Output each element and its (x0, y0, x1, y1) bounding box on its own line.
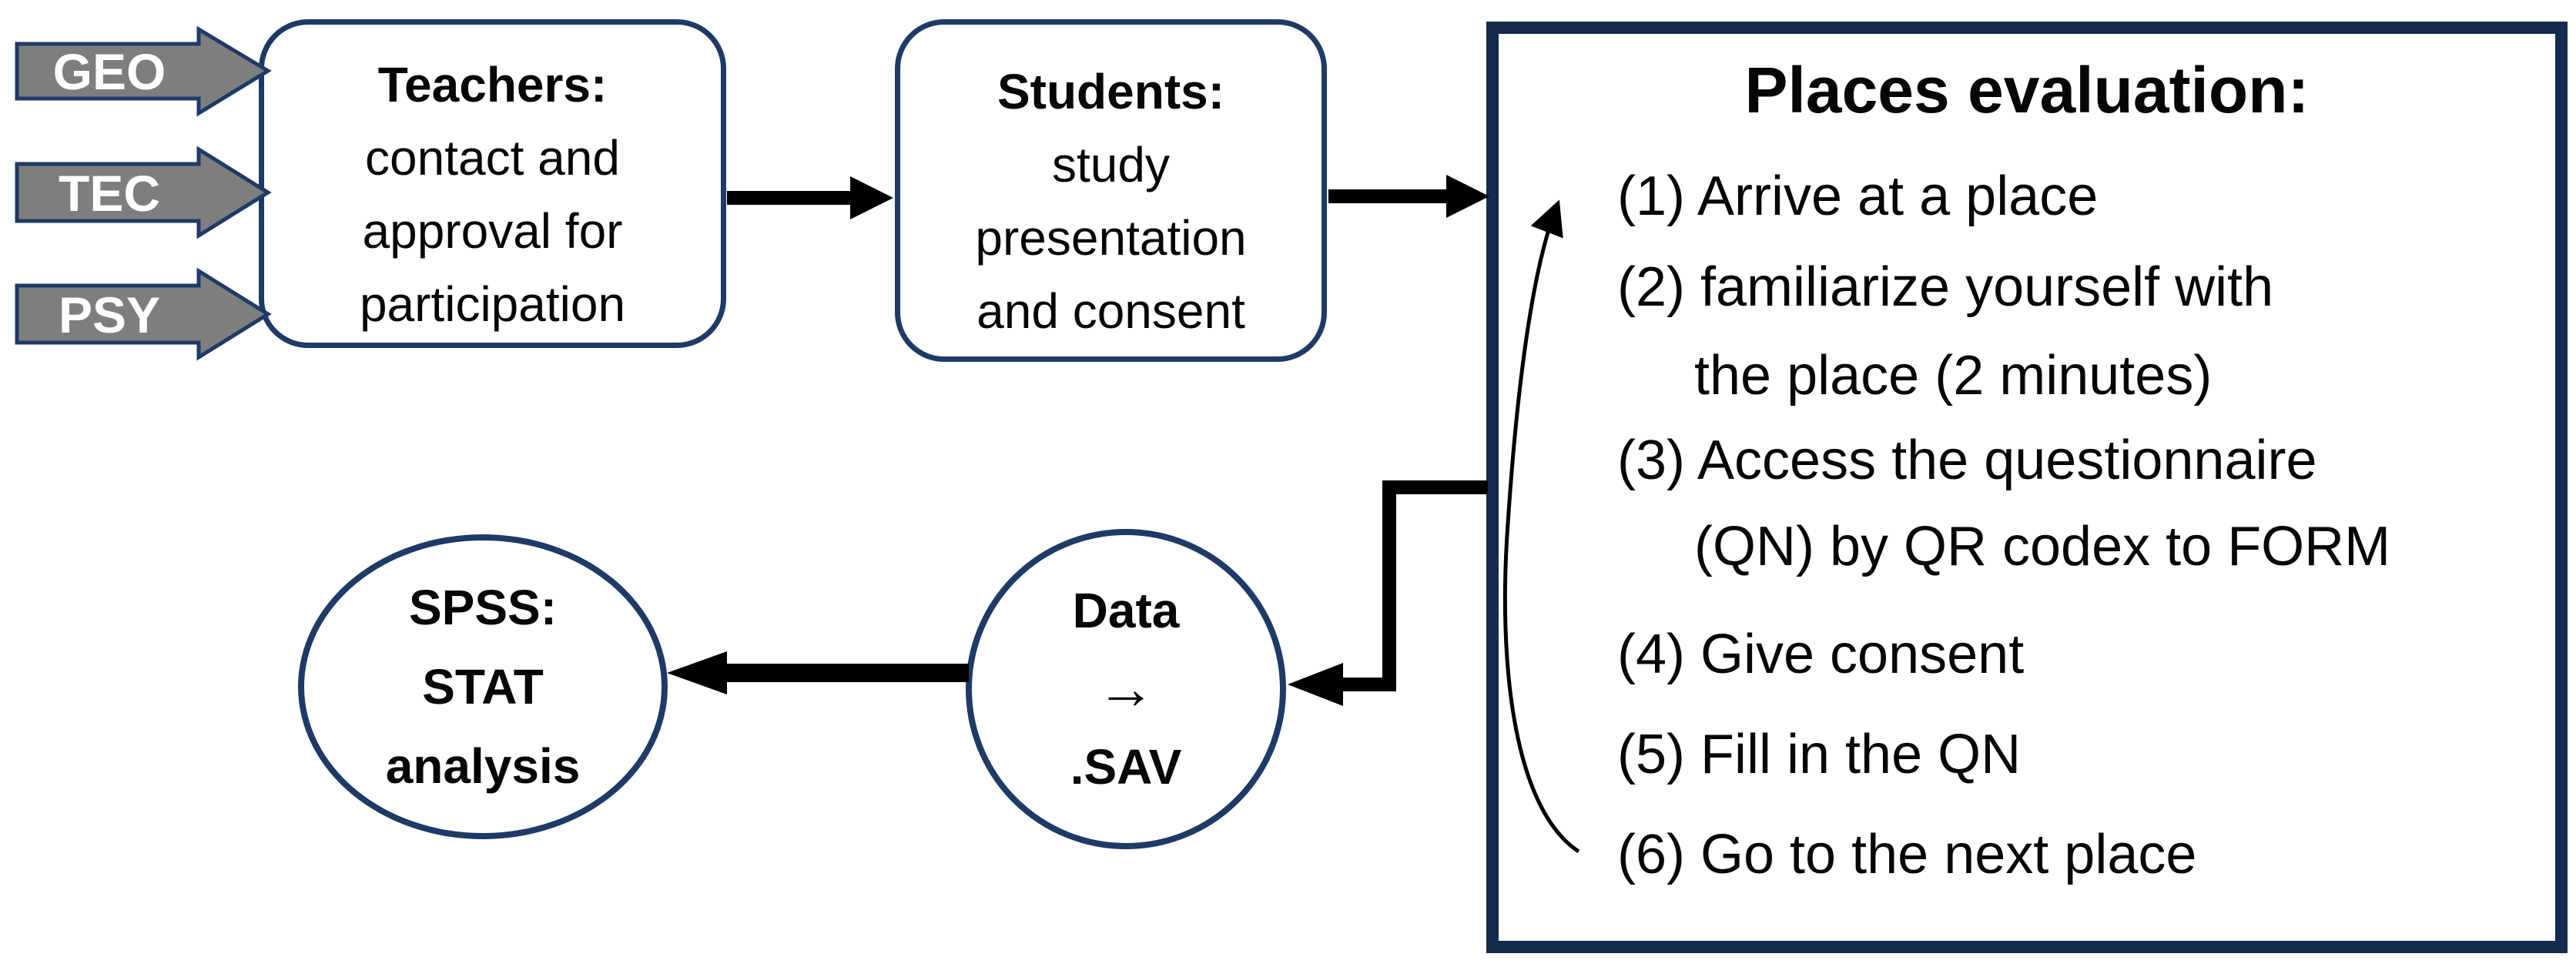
data-circle-line: .SAV (1070, 739, 1182, 795)
students-box: Students: study presentation and consent (895, 19, 1327, 362)
spss-ellipse-line: analysis (385, 738, 581, 794)
data-sav-circle: Data → .SAV (966, 529, 1286, 849)
students-box-line: study (1052, 136, 1170, 192)
right-arrow-glyph-icon: → (1097, 656, 1155, 721)
step-3-access: (3) Access the questionnaire (1617, 430, 2317, 491)
geo-banner-arrow-icon (15, 25, 272, 117)
teachers-box: Teachers: contact and approval for parti… (259, 19, 726, 348)
data-to-spss-arrow-icon (667, 651, 969, 694)
geo-banner-label: GEO (53, 43, 166, 100)
step-3-continuation: (QN) by QR codex to FORM (1694, 516, 2391, 577)
step-4-consent: (4) Give consent (1617, 624, 2025, 685)
teachers-box-line: contact and (365, 129, 620, 186)
step-2-continuation: the place (2 minutes) (1694, 345, 2213, 407)
step-2-familiarize: (2) familiarize yourself with (1617, 256, 2274, 318)
students-to-places-arrow-icon (1328, 175, 1489, 218)
students-box-title: Students: (997, 63, 1225, 119)
students-box-line: presentation (975, 209, 1247, 266)
step-6-next-place: (6) Go to the next place (1617, 824, 2197, 885)
tec-banner-label: TEC (59, 165, 160, 222)
tec-banner-arrow-icon (15, 146, 272, 239)
places-evaluation-title: Places evaluation: (1744, 54, 2310, 126)
students-box-line: and consent (976, 283, 1245, 339)
places-to-data-elbow-connector (1343, 480, 1488, 691)
spss-ellipse: SPSS: STAT analysis (298, 534, 668, 839)
spss-ellipse-line: STAT (422, 658, 544, 714)
psy-banner-arrow-icon (15, 267, 272, 361)
teachers-to-students-arrow-icon (727, 176, 893, 219)
data-circle-line: Data (1072, 583, 1180, 638)
step-5-fill-qn: (5) Fill in the QN (1617, 724, 2022, 785)
teachers-box-title: Teachers: (377, 56, 608, 112)
spss-ellipse-line: SPSS: (408, 579, 558, 635)
step-1-arrive: (1) Arrive at a place (1617, 166, 2099, 227)
teachers-box-line: approval for (362, 202, 623, 259)
psy-banner-label: PSY (59, 286, 160, 343)
places-evaluation-box: Places evaluation: (1) Arrive at a place… (1486, 22, 2568, 953)
places-to-data-arrowhead-icon (1288, 663, 1343, 706)
teachers-box-line: participation (359, 276, 626, 332)
